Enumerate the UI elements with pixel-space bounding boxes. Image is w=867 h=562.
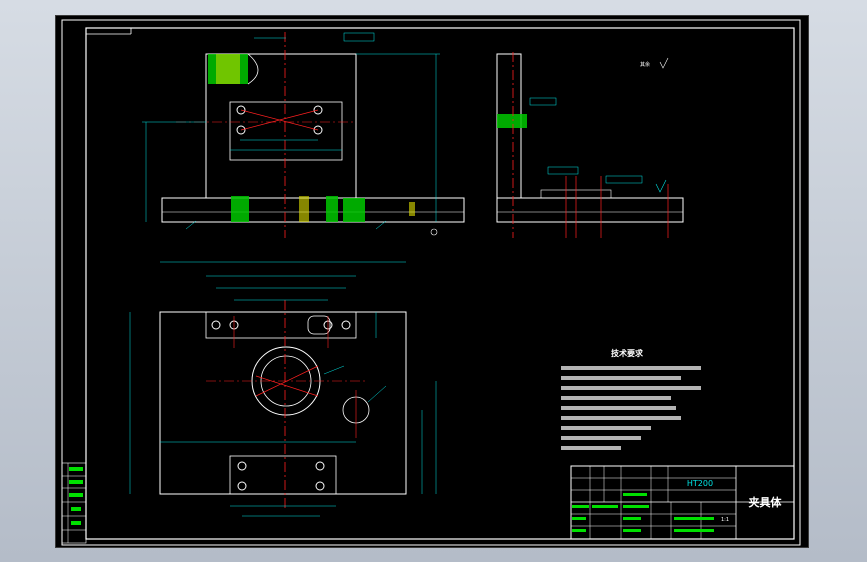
material-label: HT200 [687, 479, 713, 488]
cad-drawing: 其余 [61, 19, 801, 546]
front-view [142, 32, 465, 238]
side-view: 其余 [496, 52, 684, 238]
title-block: HT200 夹具体 1:1 [570, 465, 795, 540]
tech-requirements-heading: 技术要求 [611, 348, 644, 358]
top-view [129, 261, 437, 517]
drawing-sheet: 其余 [55, 15, 809, 548]
scale-value: 1:1 [721, 517, 729, 523]
part-name: 夹具体 [749, 495, 783, 509]
drawing-frame [61, 19, 801, 546]
surface-finish-note: 其余 [640, 61, 650, 68]
technical-requirements: 技术要求 [561, 348, 701, 450]
side-label-column [61, 462, 87, 544]
